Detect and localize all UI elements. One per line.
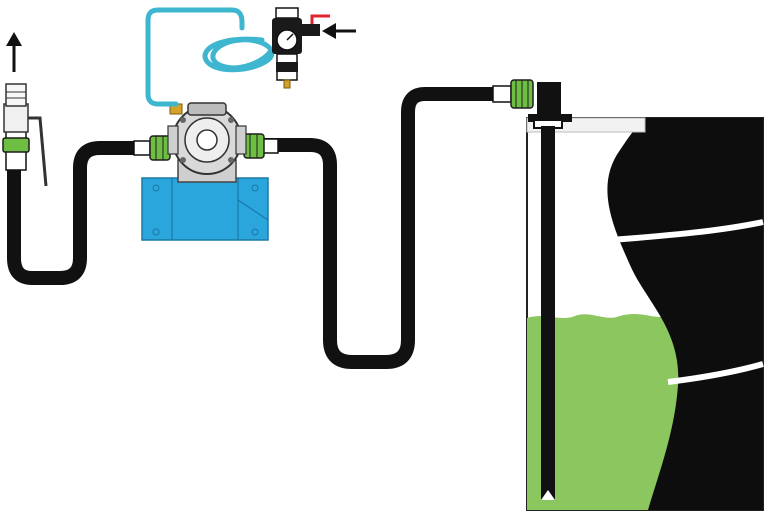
- drum-band-upper: [611, 219, 764, 243]
- outlet-valve-top-nut: [5, 83, 27, 107]
- suction-hose: [255, 87, 512, 369]
- pump-base: [141, 177, 269, 241]
- drum-silhouette: [607, 118, 763, 510]
- suction-pipe-head: [537, 82, 561, 120]
- air-hose-coil: [202, 36, 275, 73]
- hose-fittings: [133, 79, 534, 161]
- pump-outlet-fitting: [133, 135, 171, 161]
- air-inlet-arrow: [322, 23, 356, 39]
- suction-pipe-bung: [528, 114, 572, 122]
- suction-pipe-tip: [541, 490, 555, 500]
- air-valve-body: [302, 24, 320, 36]
- diaphragm-pump: [141, 102, 269, 241]
- suction-pipe: [528, 82, 572, 500]
- tank: [526, 117, 764, 511]
- air-hose: [145, 7, 245, 107]
- outlet-valve-handle: [28, 116, 48, 187]
- discharge-hose: [7, 141, 157, 285]
- pump-air-valve-cap: [187, 102, 227, 116]
- outlet-valve-body: [3, 103, 29, 133]
- outlet-valve-green-nut: [2, 137, 30, 153]
- pump-inlet-fitting: [243, 133, 279, 159]
- suction-pipe-tube: [541, 126, 555, 500]
- air-line: [145, 7, 275, 107]
- filter-drain: [283, 79, 291, 89]
- filter-regulator: [272, 7, 330, 89]
- hoses: [7, 87, 512, 369]
- outlet-valve: [2, 83, 48, 187]
- air-valve-red-handle: [310, 14, 330, 24]
- tank-hose-fitting: [492, 79, 534, 109]
- tank-liquid: [527, 314, 680, 510]
- drum-band-lower: [667, 361, 764, 385]
- outlet-flow-arrow: [6, 32, 22, 72]
